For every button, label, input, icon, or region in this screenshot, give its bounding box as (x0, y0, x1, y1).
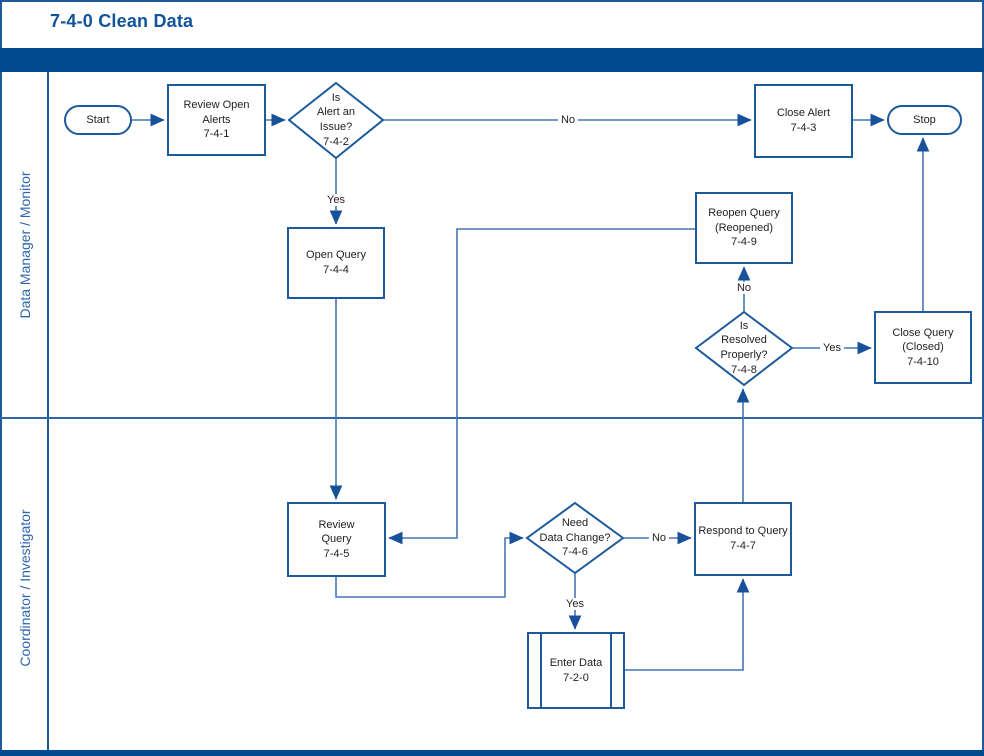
is-resolved-diamond-shape (694, 310, 794, 387)
respond-to-query-label: Respond to Query 7-4-7 (698, 525, 788, 552)
lane-label-column-divider (47, 72, 49, 750)
open-query-shape (287, 227, 385, 299)
start-terminator-shape (64, 105, 132, 135)
footer-bar (0, 750, 984, 756)
lane-divider (0, 417, 984, 419)
edge-label-data-change-no: No (648, 531, 670, 545)
edge-label-resolved-yes: Yes (820, 341, 844, 355)
close-alert-label: Close Alert 7-4-3 (776, 107, 831, 134)
review-open-alerts-label: Review Open Alerts 7-4-1 (183, 99, 250, 141)
close-query-shape (874, 311, 972, 384)
review-query-label: Review Query 7-4-5 (318, 518, 355, 560)
review-open-alerts-shape (167, 84, 266, 156)
edge-label-resolved-no: No (733, 281, 755, 295)
is-alert-issue-diamond-shape (287, 81, 385, 160)
open-query-label: Open Query 7-4-4 (306, 249, 366, 276)
edge-label-alert-yes: Yes (324, 193, 348, 207)
enter-data-label: Enter Data 7-2-0 (549, 656, 603, 684)
enter-data-shape (527, 632, 625, 709)
need-data-change-diamond-shape (525, 501, 625, 575)
edge-label-alert-no: No (557, 113, 579, 127)
edge-review-query-to-need-change (335, 531, 524, 598)
edge-reopen-query-to-review-query (388, 228, 696, 545)
review-query-shape (287, 502, 386, 577)
reopen-query-label: Reopen Query (Reopened) 7-4-9 (708, 207, 780, 249)
stop-terminator-shape (887, 105, 962, 135)
start-node-label: Start (86, 113, 110, 126)
reopen-query-shape (695, 192, 793, 264)
need-data-change-label: Need Data Change? 7-4-6 (539, 517, 611, 559)
header-bar (0, 48, 984, 72)
page-title: 7-4-0 Clean Data (50, 11, 194, 31)
close-alert-shape (754, 84, 853, 158)
edge-enter-data-to-respond (623, 578, 750, 671)
close-query-label: Close Query (Closed) 7-4-10 (892, 326, 954, 368)
respond-to-query-shape (694, 502, 792, 576)
edge-label-data-change-yes: Yes (563, 597, 587, 611)
is-resolved-properly-label: Is Resolved Properly? 7-4-8 (720, 319, 768, 376)
is-alert-issue-label: Is Alert an Issue? 7-4-2 (317, 91, 355, 148)
stop-node-label: Stop (913, 113, 936, 126)
